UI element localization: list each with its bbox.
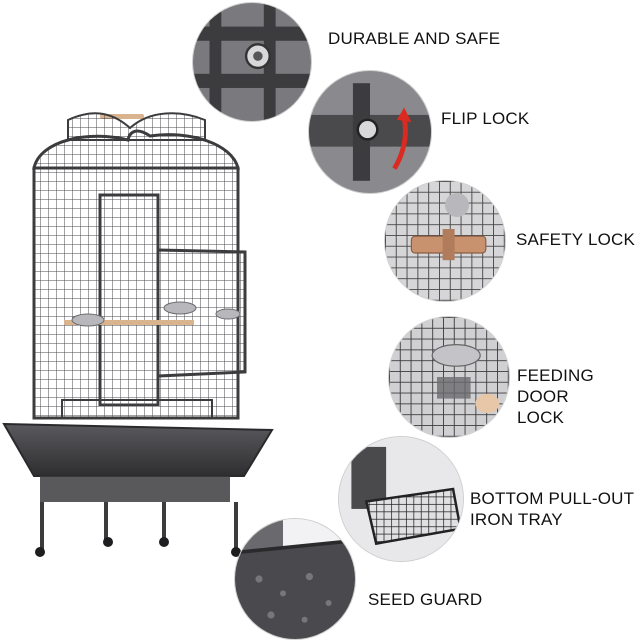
pull-out-tray-icon xyxy=(339,437,463,561)
feature-circle-seed xyxy=(234,518,356,640)
feature-label-flip: FLIP LOCK xyxy=(441,109,530,128)
feature-circle-feeding xyxy=(388,316,510,438)
wheel xyxy=(35,547,45,557)
feature-label-feeding: FEEDING DOOR LOCK xyxy=(517,366,594,427)
feature-label-tray: BOTTOM PULL-OUT IRON TRAY xyxy=(470,489,635,529)
feature-label-safety: SAFETY LOCK xyxy=(516,230,636,249)
safety-latch-icon xyxy=(385,181,505,301)
feature-circle-durable xyxy=(192,2,312,122)
feature-label-seed: SEED GUARD xyxy=(368,590,483,609)
feeding-bowl xyxy=(71,313,105,327)
feature-label-durable: DURABLE AND SAFE xyxy=(328,29,501,48)
feature-circle-flip xyxy=(308,70,432,194)
feeding-bowl-icon xyxy=(389,317,509,437)
seed-guard-tray xyxy=(2,422,274,477)
perch xyxy=(64,320,194,325)
bird-cage-image xyxy=(2,112,274,557)
seed-guard-icon xyxy=(235,519,355,639)
screw-bolt-icon xyxy=(193,3,311,121)
feature-circle-safety xyxy=(384,180,506,302)
flip-lock-icon xyxy=(309,71,431,193)
feature-circle-tray xyxy=(338,436,464,562)
